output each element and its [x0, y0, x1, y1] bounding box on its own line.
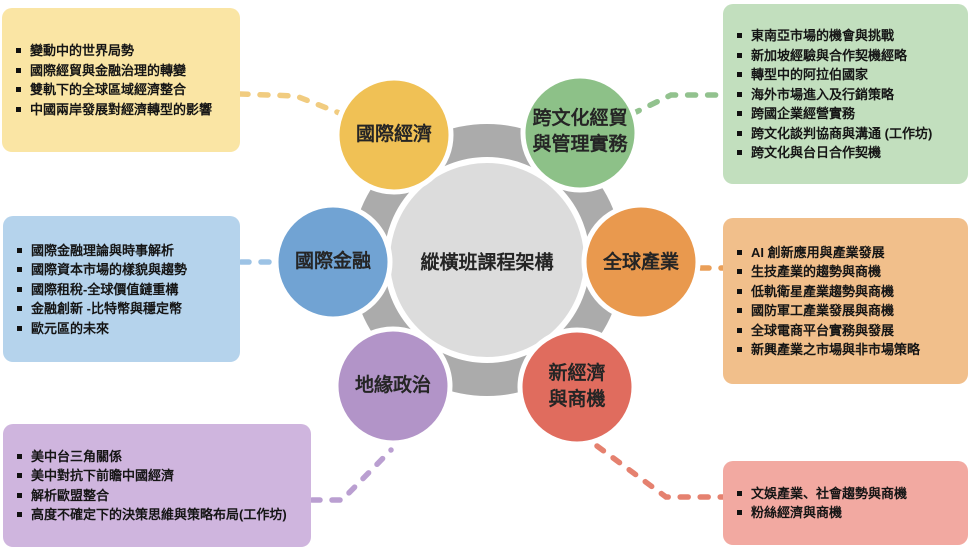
list-item: 高度不確定下的決策思維與策略布局(工作坊): [17, 506, 303, 523]
node-label-cross-cultural-trade: 跨文化經貿 與管理實務: [532, 108, 628, 155]
list-item: 新加坡經驗與合作契機經略: [737, 47, 960, 64]
node-circle-new-economy: [517, 327, 637, 447]
node-label-global-industry: 全球產業: [602, 252, 680, 273]
list-item: 國防軍工產業發展與商機: [737, 302, 960, 319]
topic-box-geopolitics: 美中台三角關係美中對抗下前瞻中國經濟解析歐盟整合高度不確定下的決策思維與策略布局…: [3, 424, 311, 547]
node-circle-geopolitics: [333, 326, 453, 446]
list-item: 美中對抗下前瞻中國經濟: [17, 467, 303, 484]
list-item: 全球電商平台實務與發展: [737, 322, 960, 339]
list-item: 跨文化談判協商與溝通 (工作坊): [737, 125, 960, 142]
connector-intl-economy: [237, 91, 345, 117]
list-item: 國際經貿與金融治理的轉變: [16, 62, 232, 79]
node-label-new-economy: 新經濟 與商機: [548, 363, 606, 410]
connector-new-economy: [594, 443, 727, 500]
topic-list-new-economy: 文娛產業、社會趨勢與商機粉絲經濟與商機: [737, 482, 960, 524]
node-circle-cross-cultural-trade: [520, 73, 640, 193]
topic-box-new-economy: 文娛產業、社會趨勢與商機粉絲經濟與商機: [723, 461, 968, 545]
list-item: 國際租稅-全球價值鏈重構: [17, 281, 232, 298]
connector-geopolitics: [309, 447, 394, 503]
list-item: 生技產業的趨勢與商機: [737, 263, 960, 280]
list-item: AI 創新應用與產業發展: [737, 244, 960, 261]
node-label-intl-economy: 國際經濟: [355, 124, 433, 145]
list-item: 國際資本市場的樣貌與趨勢: [17, 261, 232, 278]
list-item: 跨國企業經營實務: [737, 105, 960, 122]
topic-box-intl-economy: 變動中的世界局勢國際經貿與金融治理的轉變雙軌下的全球區域經濟整合中國兩岸發展對經…: [2, 8, 240, 152]
list-item: 新興產業之市場與非市場策略: [737, 341, 960, 358]
topic-box-intl-finance: 國際金融理論與時事解析國際資本市場的樣貌與趨勢國際租稅-全球價值鏈重構金融創新 …: [3, 216, 240, 362]
connector-cross-cultural-trade: [629, 92, 727, 117]
topic-list-geopolitics: 美中台三角關係美中對抗下前瞻中國經濟解析歐盟整合高度不確定下的決策思維與策略布局…: [17, 445, 303, 526]
node-label-intl-finance: 國際金融: [294, 251, 372, 272]
node-label-geopolitics: 地緣政治: [354, 375, 432, 396]
topic-list-global-industry: AI 創新應用與產業發展生技產業的趨勢與商機低軌衛星產業趨勢與商機國防軍工產業發…: [737, 241, 960, 361]
node-circle-intl-finance: [273, 202, 393, 322]
list-item: 中國兩岸發展對經濟轉型的影響: [16, 101, 232, 118]
topic-box-global-industry: AI 創新應用與產業發展生技產業的趨勢與商機低軌衛星產業趨勢與商機國防軍工產業發…: [723, 218, 968, 384]
hub-label: 縱橫班課程架構: [420, 252, 554, 274]
list-item: 雙軌下的全球區域經濟整合: [16, 81, 232, 98]
list-item: 低軌衛星產業趨勢與商機: [737, 283, 960, 300]
node-circle-global-industry: [581, 202, 701, 322]
topic-list-cross-cultural-trade: 東南亞市場的機會與挑戰新加坡經驗與合作契機經略轉型中的阿拉伯國家海外市場進入及行…: [737, 25, 960, 164]
list-item: 美中台三角關係: [17, 448, 303, 465]
list-item: 轉型中的阿拉伯國家: [737, 66, 960, 83]
list-item: 海外市場進入及行銷策略: [737, 86, 960, 103]
list-item: 文娛產業、社會趨勢與商機: [737, 485, 960, 502]
list-item: 東南亞市場的機會與挑戰: [737, 27, 960, 44]
list-item: 變動中的世界局勢: [16, 42, 232, 59]
topic-list-intl-finance: 國際金融理論與時事解析國際資本市場的樣貌與趨勢國際租稅-全球價值鏈重構金融創新 …: [17, 239, 232, 339]
node-circle-intl-economy: [334, 75, 454, 195]
list-item: 解析歐盟整合: [17, 487, 303, 504]
list-item: 國際金融理論與時事解析: [17, 242, 232, 259]
list-item: 金融創新 -比特幣與穩定幣: [17, 300, 232, 317]
list-item: 跨文化與台日合作契機: [737, 144, 960, 161]
list-item: 粉絲經濟與商機: [737, 504, 960, 521]
topic-list-intl-economy: 變動中的世界局勢國際經貿與金融治理的轉變雙軌下的全球區域經濟整合中國兩岸發展對經…: [16, 40, 232, 121]
topic-box-cross-cultural-trade: 東南亞市場的機會與挑戰新加坡經驗與合作契機經略轉型中的阿拉伯國家海外市場進入及行…: [723, 4, 968, 184]
list-item: 歐元區的未來: [17, 320, 232, 337]
